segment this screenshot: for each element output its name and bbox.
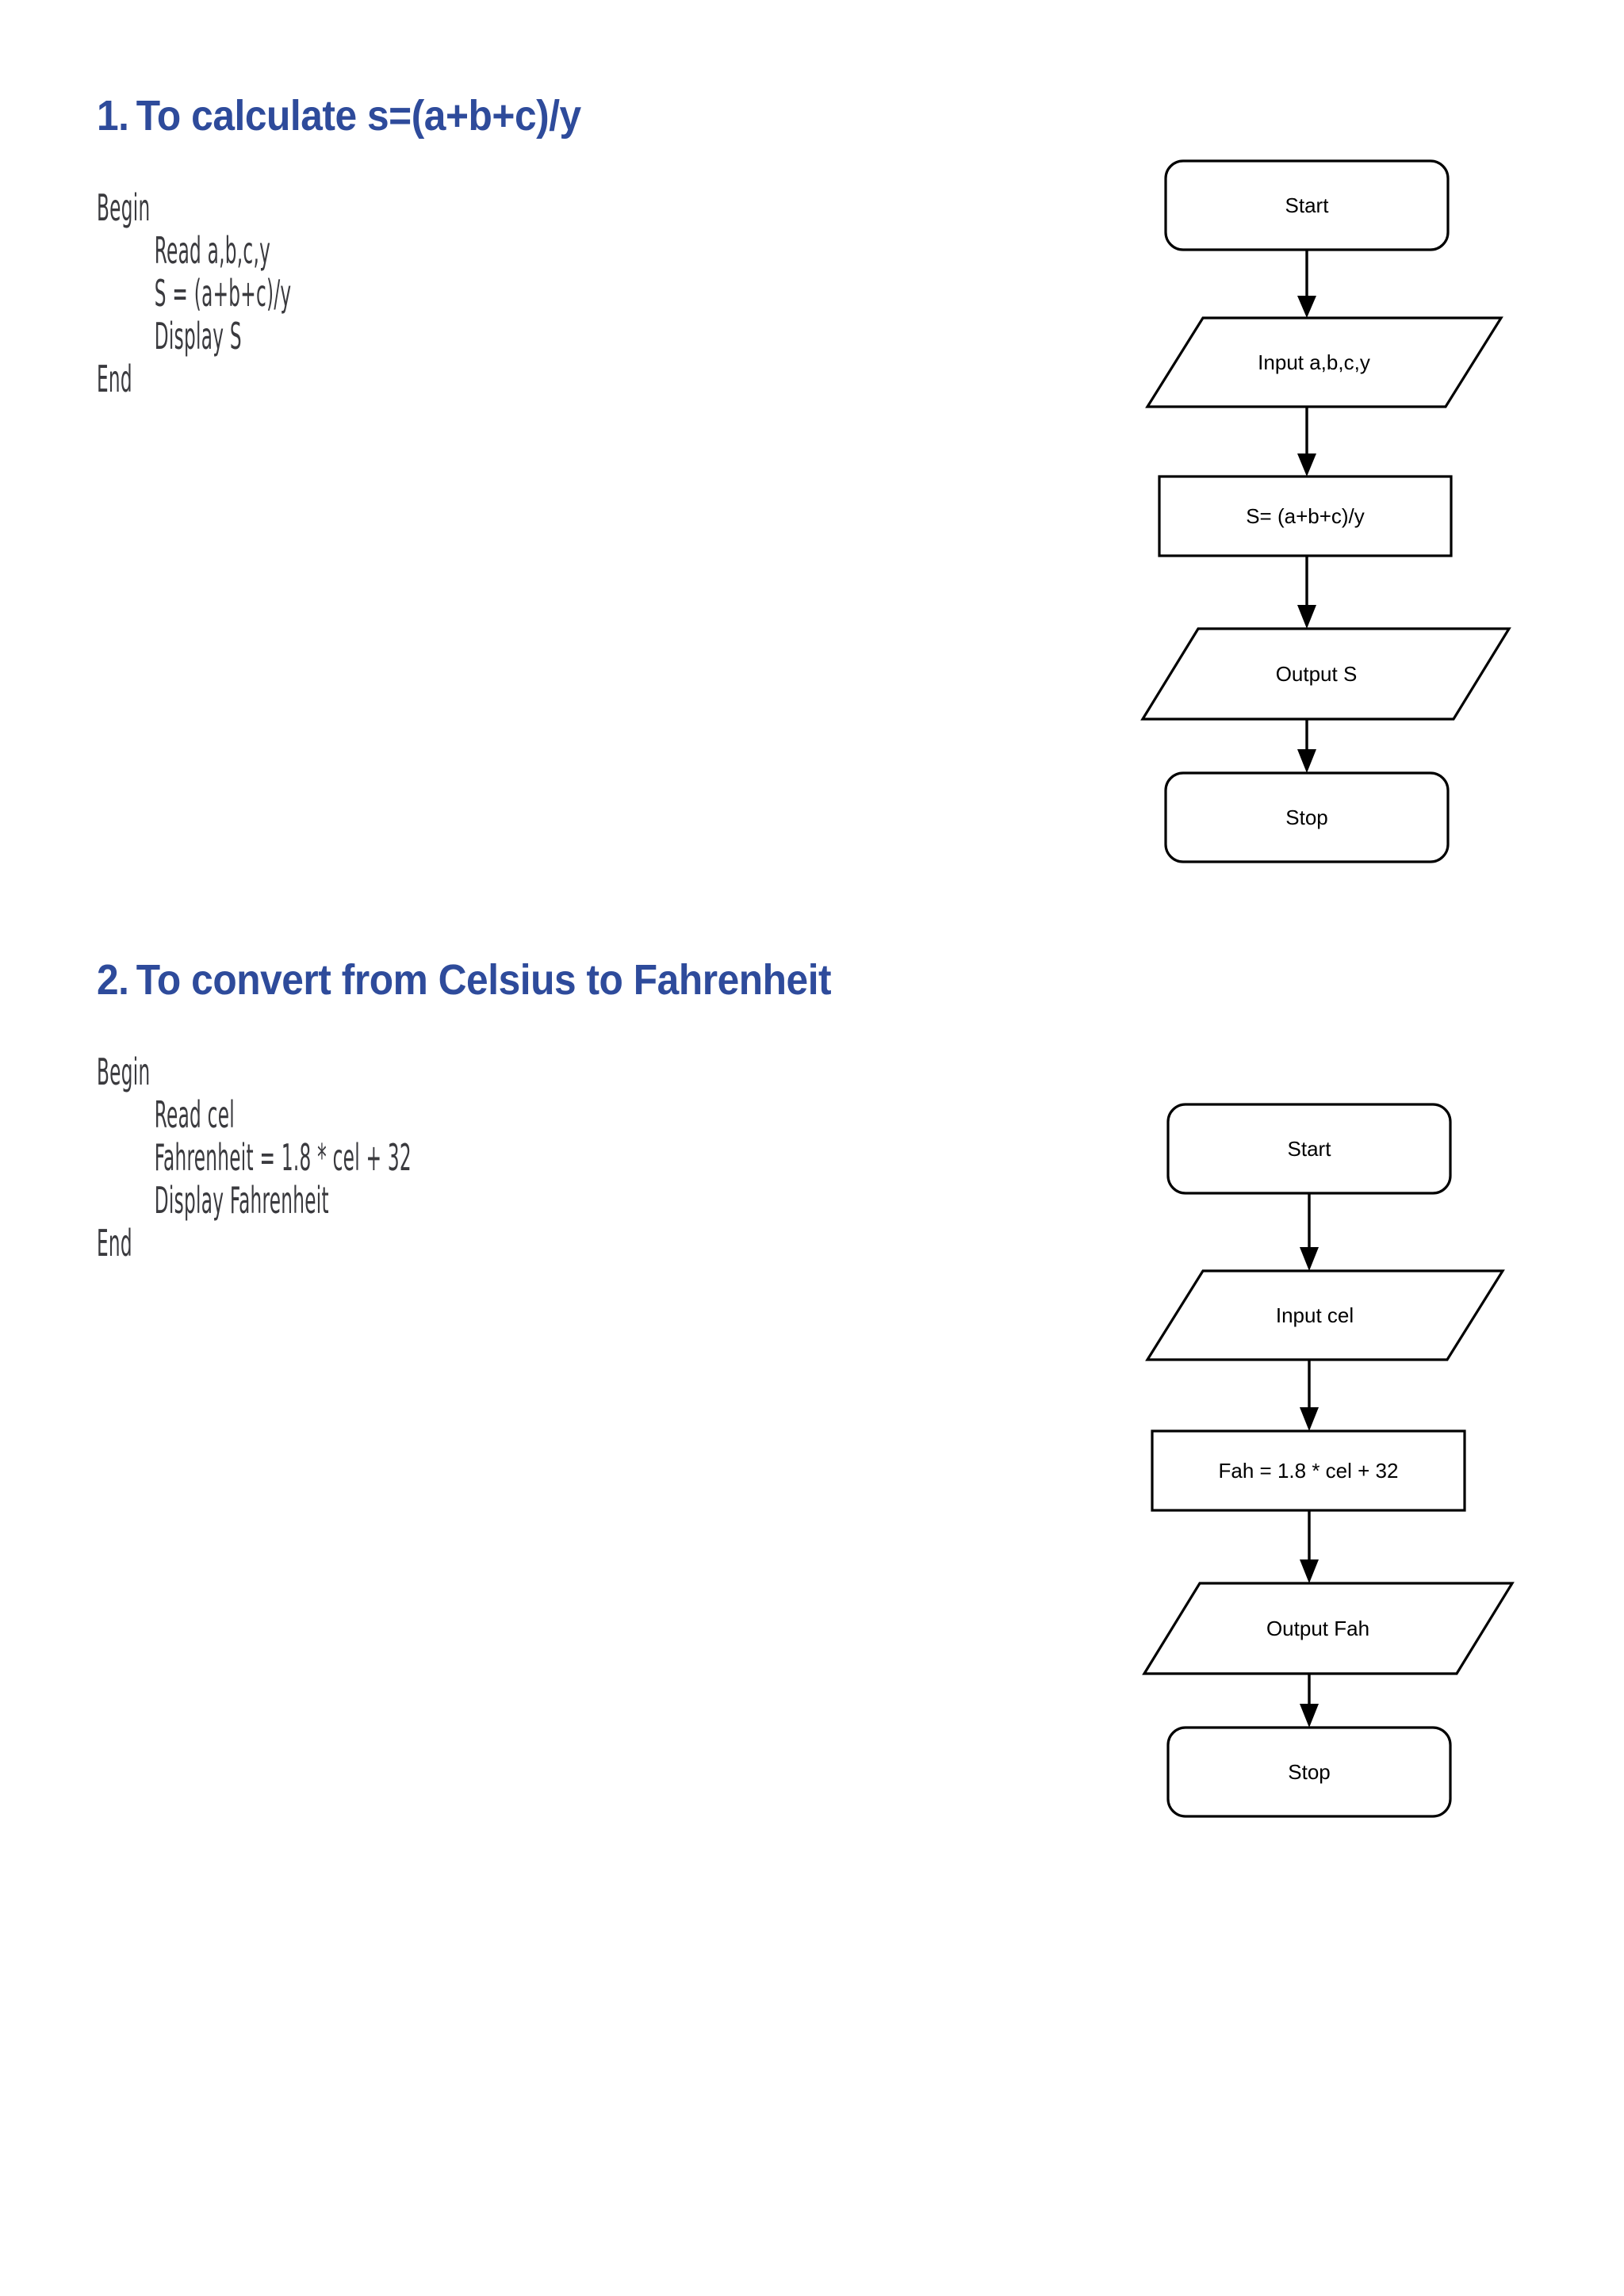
section-2-flowchart: Start Input cel Fah = 1.8 * cel + 32 [1074,1098,1519,1835]
flow-node-stop-label: Stop [1285,806,1328,829]
flow-edge-process-output [1297,556,1316,629]
pseudocode-begin: Begin [97,186,151,229]
flow-node-start-label: Start [1288,1137,1332,1161]
flow-node-output-label: Output Fah [1266,1617,1369,1640]
flow-edge-output-stop [1300,1674,1319,1728]
section-2-pseudocode: Begin Read cel Fahrenheit = 1.8 * cel + … [97,1050,412,1265]
section-1-number: 1. [97,92,129,140]
pseudocode-line: Display S [154,315,242,358]
flow-node-input-label: Input cel [1276,1303,1354,1327]
flow-edge-start-input [1300,1193,1319,1271]
pseudocode-line: Read a,b,c,y [154,229,271,272]
flow-edge-output-stop [1297,719,1316,773]
flow-node-stop: Stop [1166,1726,1452,1818]
flow-node-output-label: Output S [1276,662,1358,686]
flow-node-input: Input a,b,c,y [1145,316,1503,408]
pseudocode-line: S = (a+b+c)/y [154,272,292,315]
flow-node-stop-label: Stop [1288,1760,1331,1784]
flow-node-input: Input cel [1145,1269,1505,1361]
pseudocode-begin: Begin [97,1050,151,1093]
pseudocode-line: Read cel [154,1093,235,1136]
flow-node-process-label: Fah = 1.8 * cel + 32 [1219,1459,1399,1483]
section-2-number: 2. [97,956,129,1004]
pseudocode-end: End [97,358,132,400]
pseudocode-line: Fahrenheit = 1.8 * cel + 32 [154,1136,412,1179]
flow-node-process-label: S= (a+b+c)/y [1246,504,1365,528]
section-1-flowchart: Start Input a,b,c,y S= (a+b+c)/y [1074,155,1519,892]
flow-edge-start-input [1297,250,1316,318]
flow-node-start-label: Start [1285,193,1330,217]
flow-edge-process-output [1300,1510,1319,1583]
section-2-title: To convert from Celsius to Fahrenheit [136,956,832,1004]
section-1-heading: 1.To calculate s=(a+b+c)/y [97,91,581,140]
flow-node-input-label: Input a,b,c,y [1258,350,1370,374]
flow-node-start: Start [1166,1103,1452,1195]
section-1-title: To calculate s=(a+b+c)/y [136,92,581,140]
flow-node-start: Start [1164,159,1450,251]
flow-node-process: S= (a+b+c)/y [1158,475,1453,557]
flow-node-output: Output Fah [1142,1582,1515,1675]
flow-node-process: Fah = 1.8 * cel + 32 [1151,1429,1466,1512]
flow-edge-input-process [1297,407,1316,476]
flow-edge-input-process [1300,1360,1319,1431]
pseudocode-end: End [97,1222,132,1265]
flow-node-output: Output S [1140,627,1511,721]
section-2-heading: 2.To convert from Celsius to Fahrenheit [97,955,832,1004]
flow-node-stop: Stop [1164,771,1450,863]
pseudocode-line: Display Fahrenheit [154,1179,329,1222]
section-1-pseudocode: Begin Read a,b,c,y S = (a+b+c)/y Display… [97,186,291,400]
